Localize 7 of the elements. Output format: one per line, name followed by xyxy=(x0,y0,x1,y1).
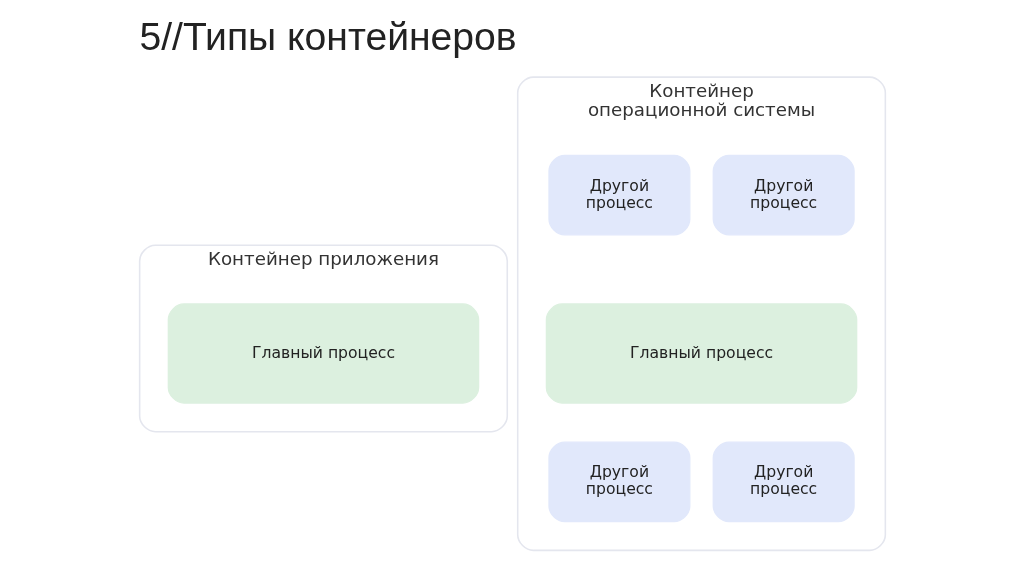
node-box: Другой процесс xyxy=(547,441,690,523)
node-box: Другой процесс xyxy=(712,441,855,523)
diagram-title: 5//Типы контейнеров xyxy=(138,14,517,58)
node-box: Главный процесс xyxy=(545,303,857,404)
node-box: Другой процесс xyxy=(547,154,690,236)
node-box: Другой процесс xyxy=(712,154,855,236)
node-box: Главный процесс xyxy=(167,303,479,404)
